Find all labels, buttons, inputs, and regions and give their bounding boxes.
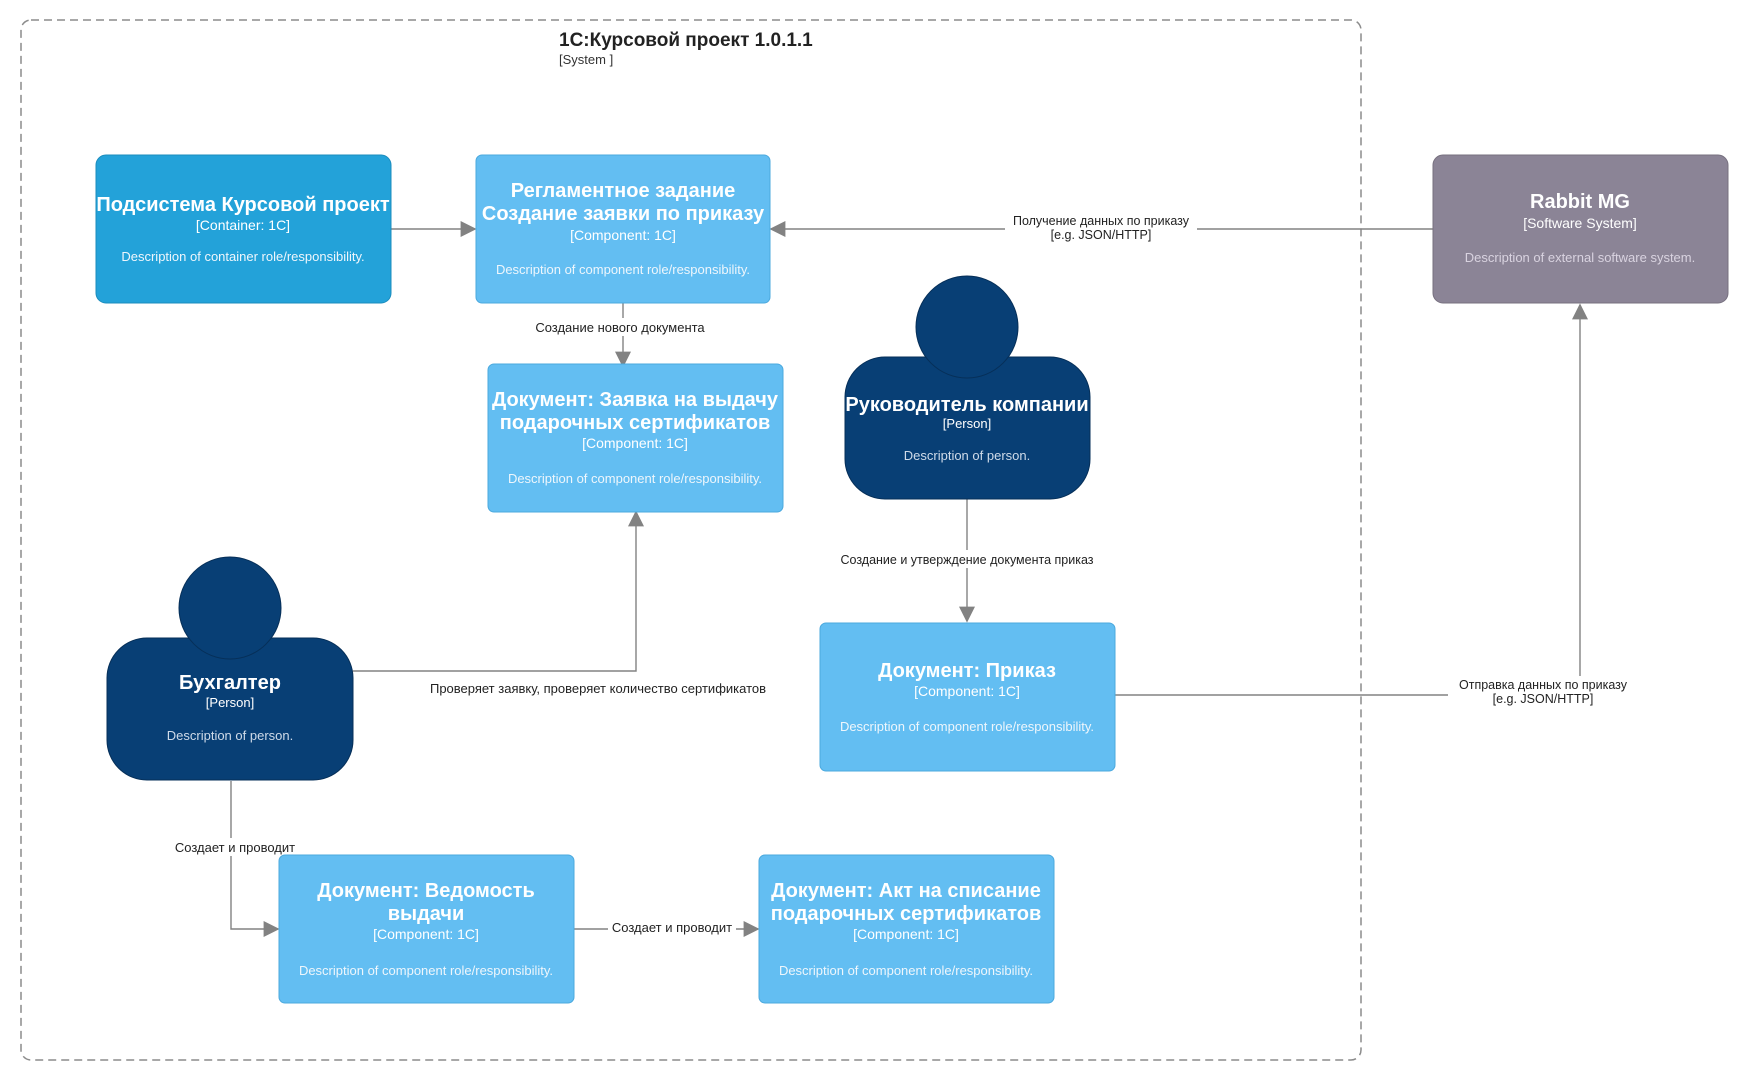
node-tech: [Person] bbox=[943, 416, 991, 431]
node-title: Бухгалтер bbox=[179, 672, 281, 694]
rel-label: Проверяет заявку, проверяет количество с… bbox=[430, 681, 766, 696]
node-title: Руководитель компании bbox=[845, 394, 1088, 416]
person-head-icon bbox=[915, 275, 1019, 379]
node-akt[interactable]: Документ: Акт на списание подарочных сер… bbox=[758, 854, 1055, 1004]
node-rukovoditel[interactable]: Руководитель компании [Person] Descripti… bbox=[844, 275, 1091, 500]
rel-label: Создает и проводит bbox=[175, 840, 295, 855]
node-desc: Description of component role/responsibi… bbox=[299, 963, 553, 978]
node-tech: [Component: 1С] bbox=[582, 435, 688, 451]
edge-prikaz-to-rabbit[interactable] bbox=[1114, 303, 1588, 696]
node-tech: [Component: 1C] bbox=[914, 683, 1020, 699]
node-buhgalter[interactable]: Бухгалтер [Person] Description of person… bbox=[106, 556, 354, 781]
rel-label: Отправка данных по приказу bbox=[1459, 678, 1628, 692]
boundary-title: 1С:Курсовой проект 1.0.1.1 bbox=[559, 30, 813, 51]
node-title-line2: Создание заявки по приказу bbox=[482, 203, 765, 225]
node-desc: Description of container role/responsibi… bbox=[121, 249, 364, 264]
node-tech: [Component: 1С] bbox=[570, 227, 676, 243]
node-tech: [Software System] bbox=[1523, 215, 1637, 231]
relations-layer bbox=[230, 221, 1588, 937]
relation-labels: Получение данных по приказу [e.g. JSON/H… bbox=[168, 212, 1630, 938]
node-title-line1: Документ: Заявка на выдачу bbox=[492, 389, 779, 411]
rel-label: Создание нового документа bbox=[535, 320, 705, 335]
edge-buhgalter-to-zayavka[interactable] bbox=[353, 510, 644, 672]
label-rabbit-to-reglament: Получение данных по приказу [e.g. JSON/H… bbox=[1005, 212, 1197, 244]
label-rukovoditel-to-prikaz: Создание и утверждение документа приказ bbox=[828, 550, 1108, 568]
node-tech: [Person] bbox=[206, 695, 254, 710]
node-title-line2: подарочных сертификатов bbox=[500, 412, 771, 434]
person-head-icon bbox=[178, 556, 282, 660]
node-title: Документ: Приказ bbox=[878, 660, 1056, 682]
node-title-line2: подарочных сертификатов bbox=[771, 903, 1042, 925]
node-title-line1: Регламентное задание bbox=[511, 180, 736, 202]
label-reglament-to-zayavka: Создание нового документа bbox=[528, 318, 718, 336]
node-prikaz[interactable]: Документ: Приказ [Component: 1C] Descrip… bbox=[819, 622, 1116, 772]
node-title-line1: Документ: Акт на списание bbox=[771, 880, 1041, 902]
node-desc: Description of component role/responsibi… bbox=[840, 719, 1094, 734]
node-tech: [Component: 1C] bbox=[373, 926, 479, 942]
label-buhgalter-to-zayavka: Проверяет заявку, проверяет количество с… bbox=[430, 681, 766, 696]
rel-tech: [e.g. JSON/HTTP] bbox=[1493, 692, 1594, 706]
label-buhgalter-to-vedomost: Создает и проводит bbox=[168, 838, 302, 856]
edge-buhgalter-to-vedomost[interactable] bbox=[230, 781, 280, 937]
node-title: Подсистема Курсовой проект bbox=[96, 194, 390, 216]
node-reglament[interactable]: Регламентное задание Создание заявки по … bbox=[475, 154, 771, 304]
rel-label: Создание и утверждение документа приказ bbox=[840, 553, 1093, 567]
node-title: Rabbit MG bbox=[1530, 191, 1630, 213]
node-tech: [Container: 1C] bbox=[196, 217, 290, 233]
boundary-label: [System ] bbox=[559, 52, 613, 67]
node-desc: Description of person. bbox=[167, 728, 293, 743]
node-tech: [Component: 1C] bbox=[853, 926, 959, 942]
rel-tech: [e.g. JSON/HTTP] bbox=[1051, 228, 1152, 242]
label-prikaz-to-rabbit: Отправка данных по приказу [e.g. JSON/HT… bbox=[1448, 676, 1630, 708]
node-desc: Description of component role/responsibi… bbox=[779, 963, 1033, 978]
node-vedomost[interactable]: Документ: Ведомость выдачи [Component: 1… bbox=[278, 854, 575, 1004]
rel-label: Получение данных по приказу bbox=[1013, 214, 1190, 228]
node-rabbit[interactable]: Rabbit MG [Software System] Description … bbox=[1432, 154, 1729, 304]
node-title-line1: Документ: Ведомость bbox=[317, 880, 535, 902]
label-vedomost-to-akt: Создает и проводит bbox=[608, 920, 736, 938]
node-desc: Description of component role/responsibi… bbox=[508, 471, 762, 486]
node-desc: Description of person. bbox=[904, 448, 1030, 463]
node-subsystem[interactable]: Подсистема Курсовой проект [Container: 1… bbox=[95, 154, 392, 304]
node-desc: Description of component role/responsibi… bbox=[496, 262, 750, 277]
system-boundary[interactable]: 1С:Курсовой проект 1.0.1.1 [System ] bbox=[20, 19, 1362, 1061]
node-title-line2: выдачи bbox=[388, 903, 465, 925]
node-zayavka[interactable]: Документ: Заявка на выдачу подарочных се… bbox=[487, 363, 784, 513]
rel-label: Создает и проводит bbox=[612, 920, 732, 935]
node-desc: Description of external software system. bbox=[1465, 250, 1695, 265]
